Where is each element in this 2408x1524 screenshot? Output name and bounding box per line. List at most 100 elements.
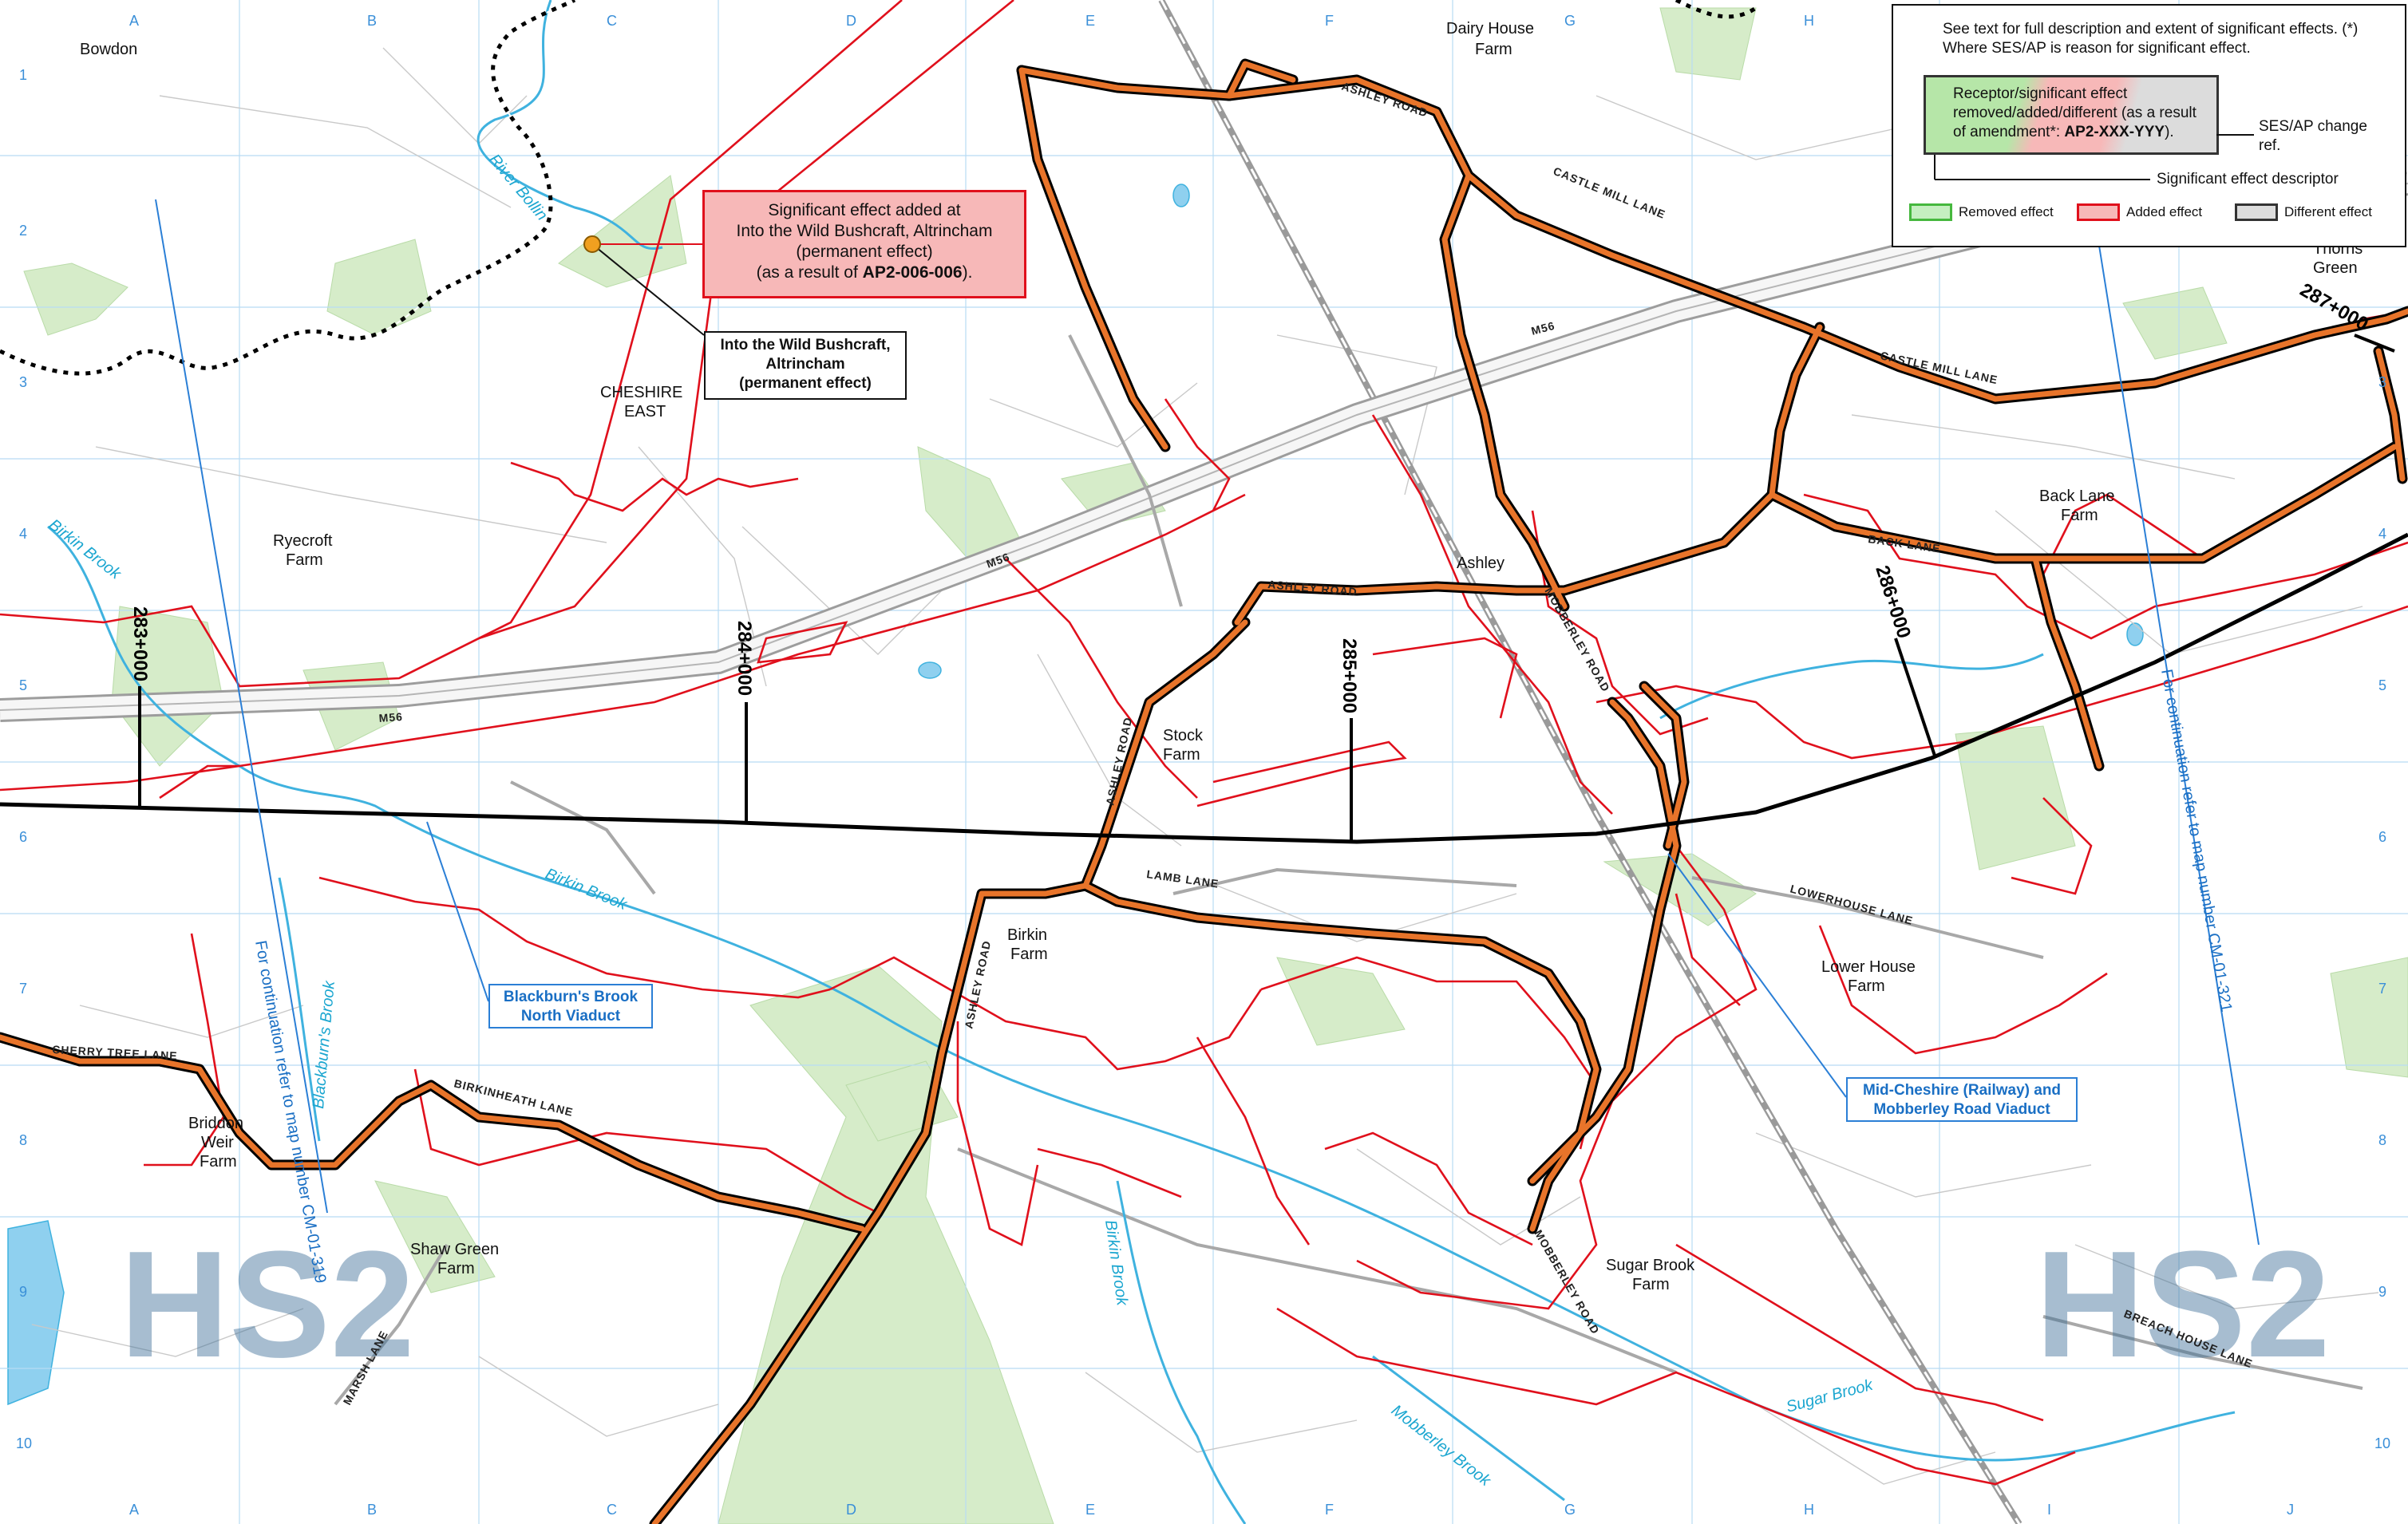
- legend-sample-line1: Receptor/significant effect: [1953, 85, 2128, 102]
- leader-lines: [426, 243, 1847, 1098]
- road-m56-1: M56: [1530, 319, 1556, 338]
- place-briddon-2: Weir: [201, 1134, 234, 1151]
- legend-sample-line3: of amendment*: AP2-XXX-YYY).: [1953, 123, 2216, 142]
- district-boundary: [0, 0, 1758, 376]
- hs2-route: [0, 334, 2408, 844]
- grid-row-3-right: 3: [2378, 374, 2386, 390]
- place-shaw-green-2: Farm: [437, 1260, 475, 1277]
- water-bodies: [7, 184, 2144, 1406]
- place-lower-house-2: Farm: [1848, 977, 1885, 995]
- legend-added-label: Added effect: [2126, 204, 2203, 219]
- grid-row-4-left: 4: [19, 526, 27, 542]
- viaduct1-line1: Blackburn's Brook: [503, 989, 639, 1005]
- place-dairy-house-1: Dairy House: [1446, 20, 1534, 38]
- place-labels: Bowdon Dairy House Farm CHESHIRE EAST Ry…: [80, 20, 2363, 1293]
- grid-col-a-top: A: [129, 13, 139, 29]
- legend-sample-line2: removed/added/different (as a result: [1953, 105, 2196, 121]
- place-ryecroft-2: Farm: [286, 551, 323, 569]
- grid-row-6-right: 6: [2378, 829, 2386, 845]
- viaduct2-line2: Mobberley Road Viaduct: [1873, 1101, 2050, 1118]
- callout-desc-line2: Altrincham: [765, 356, 845, 373]
- legend-sample-prefix: of amendment*:: [1953, 124, 2065, 140]
- place-ryecroft-1: Ryecroft: [273, 532, 333, 550]
- grid-col-h-top: H: [1804, 13, 1814, 29]
- callout-desc-line3: (permanent effect): [739, 375, 872, 392]
- grid-col-c-top: C: [607, 13, 617, 29]
- hs2-watermark-right: HS2: [2035, 1220, 2331, 1389]
- place-ashley: Ashley: [1457, 555, 1505, 572]
- grid-col-b-bottom: B: [367, 1502, 377, 1518]
- place-cheshire-east-2: EAST: [624, 403, 666, 420]
- chainage-284: 284+000: [733, 621, 755, 696]
- legend-added-swatch: [2077, 203, 2120, 221]
- place-stock-2: Farm: [1163, 746, 1200, 764]
- grid-col-b-top: B: [367, 13, 377, 29]
- significant-effect-added-callout: Significant effect added at Into the Wil…: [702, 190, 1026, 298]
- field-boundaries: [31, 47, 2379, 1485]
- grid-row-7-right: 7: [2378, 981, 2386, 997]
- receptor-marker-icon[interactable]: [583, 235, 601, 253]
- legend-removed-label: Removed effect: [1959, 204, 2054, 219]
- grid-col-d-bottom: D: [846, 1502, 856, 1518]
- map-legend: See text for full description and extent…: [1892, 4, 2406, 247]
- place-stock-1: Stock: [1163, 727, 1204, 744]
- grid-row-8-right: 8: [2378, 1132, 2386, 1148]
- chainage-283: 283+000: [129, 606, 151, 681]
- viaduct-callout-mid-cheshire: Mid-Cheshire (Railway) and Mobberley Roa…: [1846, 1077, 2078, 1122]
- grid-col-h-bottom: H: [1804, 1502, 1814, 1518]
- grid-row-7-left: 7: [19, 981, 27, 997]
- minor-roads: [334, 334, 2363, 1406]
- grid-col-i-bottom: I: [2047, 1502, 2051, 1518]
- callout-added-suffix: ).: [962, 263, 973, 282]
- legend-intro: See text for full description and extent…: [1943, 21, 2359, 57]
- callout-added-line1: Significant effect added at: [768, 201, 961, 219]
- legend-descriptor: Significant effect descriptor: [2157, 171, 2339, 188]
- grid-row-4-right: 4: [2378, 526, 2386, 542]
- grid-col-e-bottom: E: [1085, 1502, 1095, 1518]
- grid-row-9-left: 9: [19, 1284, 27, 1300]
- place-back-lane-1: Back Lane: [2039, 488, 2115, 505]
- grid-row-5-right: 5: [2378, 677, 2386, 693]
- place-sugar-brook-2: Farm: [1632, 1276, 1670, 1293]
- place-back-lane-2: Farm: [2061, 507, 2098, 524]
- legend-removed-swatch: [1909, 203, 1952, 221]
- chainage-285: 285+000: [1338, 638, 1360, 713]
- place-birkin-1: Birkin: [1007, 926, 1047, 944]
- grid-row-2-left: 2: [19, 223, 27, 239]
- legend-different-label: Different effect: [2284, 204, 2372, 219]
- viaduct2-line1: Mid-Cheshire (Railway) and: [1862, 1082, 2062, 1099]
- grid-row-5-left: 5: [19, 677, 27, 693]
- legend-sample-suffix: ).: [2165, 124, 2174, 140]
- place-sugar-brook-1: Sugar Brook: [1606, 1257, 1695, 1274]
- legend-sample-box: Receptor/significant effect removed/adde…: [1924, 75, 2219, 155]
- callout-desc-line1: Into the Wild Bushcraft,: [720, 337, 891, 353]
- construction-boundaries: [0, 0, 2408, 1486]
- place-bowdon: Bowdon: [80, 41, 137, 58]
- grid-col-a-bottom: A: [129, 1502, 139, 1518]
- highway-works: [0, 58, 2408, 1524]
- legend-different-swatch: [2235, 203, 2278, 221]
- place-briddon-3: Farm: [200, 1153, 237, 1171]
- legend-sample-ref: AP2-XXX-YYY: [2064, 124, 2165, 140]
- grid-row-3-left: 3: [19, 374, 27, 390]
- viaduct1-line2: North Viaduct: [520, 1008, 621, 1025]
- callout-added-ref: AP2-006-006: [862, 263, 963, 282]
- grid-row-9-right: 9: [2378, 1284, 2386, 1300]
- grid-row-8-left: 8: [19, 1132, 27, 1148]
- grid-col-f-bottom: F: [1325, 1502, 1334, 1518]
- place-birkin-2: Farm: [1010, 946, 1048, 963]
- grid-row-10-right: 10: [2374, 1435, 2390, 1451]
- grid-row-6-left: 6: [19, 829, 27, 845]
- callout-added-prefix: (as a result of: [756, 263, 863, 282]
- viaduct-callout-blackburns: Blackburn's Brook North Viaduct: [488, 984, 653, 1029]
- callout-added-line3: (permanent effect): [796, 243, 933, 261]
- grid-col-j-bottom: J: [2287, 1502, 2294, 1518]
- legend-change-ref: SES/AP change ref.: [2259, 118, 2367, 154]
- callout-added-line4: (as a result of AP2-006-006).: [705, 263, 1024, 283]
- grid-row-1-left: 1: [19, 67, 27, 83]
- grid-row-10-left: 10: [16, 1435, 32, 1451]
- grid-col-d-top: D: [846, 13, 856, 29]
- grid-col-f-top: F: [1325, 13, 1334, 29]
- grid-col-e-top: E: [1085, 13, 1095, 29]
